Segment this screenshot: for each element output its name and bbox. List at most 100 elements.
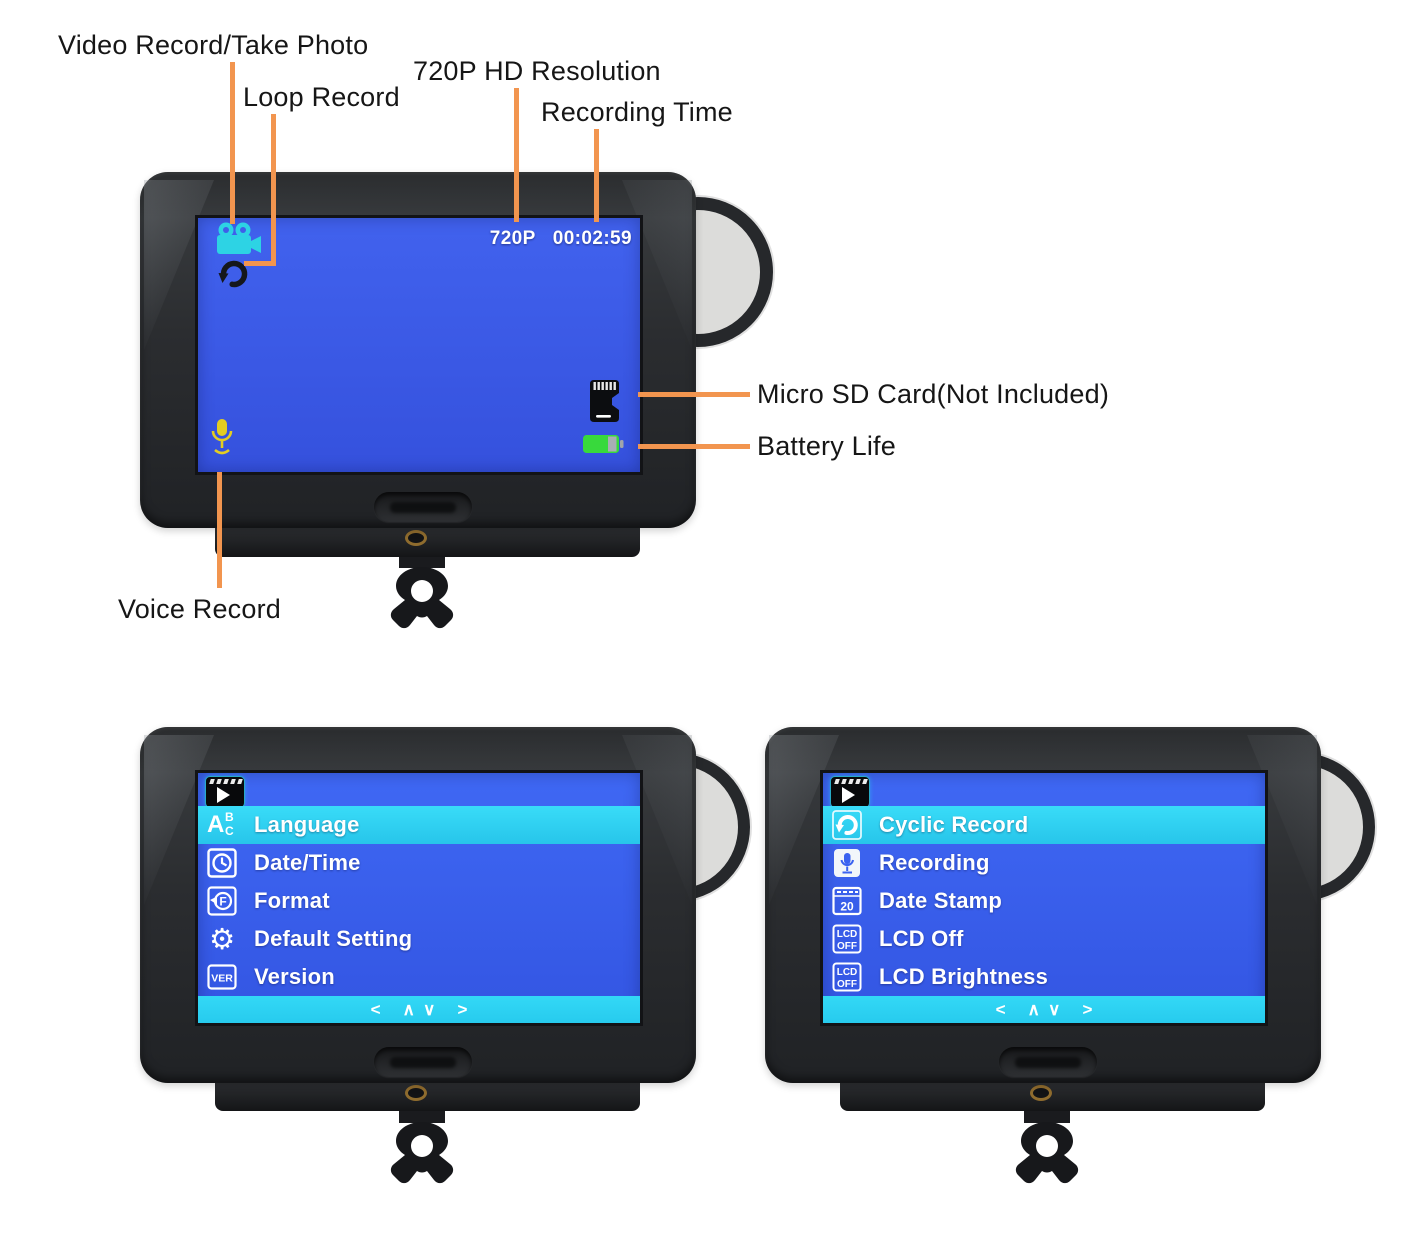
menu-item-label: Cyclic Record: [879, 812, 1029, 837]
nav-right-arrow: >: [1082, 999, 1093, 1019]
menu-item-format: F Format: [198, 882, 640, 920]
monitor-base: [840, 1083, 1265, 1111]
menu-item-language: A B C Language: [198, 806, 640, 844]
svg-text:F: F: [219, 895, 226, 909]
cyclic-loop-icon: [832, 810, 862, 840]
battery-icon: [583, 435, 624, 453]
monitor-video-menu: Cyclic Record Recording: [765, 727, 1375, 1187]
version-icon: VER: [207, 964, 237, 990]
menu-item-label: Format: [254, 888, 330, 913]
brand-emboss-text: [390, 502, 456, 513]
menu-item-lcd-off: LCD OFF LCD Off: [823, 920, 1265, 958]
monitor-sun-hood: [140, 727, 696, 773]
menu-item-version: VER Version: [198, 958, 640, 996]
brand-emboss-text: [1015, 1057, 1081, 1068]
video-menu-screen: Cyclic Record Recording: [823, 773, 1265, 1023]
menu-item-label: Date/Time: [254, 850, 361, 875]
monitor-recording-screen: 720P 00:02:59: [140, 172, 773, 632]
callout-video-record-label: Video Record/Take Photo: [58, 30, 369, 60]
callout-line-resolution: [514, 88, 519, 222]
film-perforation-marks: [209, 779, 243, 784]
brand-emboss-pill: [374, 492, 472, 522]
nav-up-arrow: ∧: [402, 999, 415, 1019]
brand-emboss-pill: [374, 1047, 472, 1077]
callout-line-loop-record-horizontal: [244, 261, 276, 266]
menu-navigation-bar: < ∧ ∨ >: [198, 996, 640, 1023]
format-refresh-icon: F: [207, 886, 237, 916]
monitor-base: [215, 1083, 640, 1111]
settings-menu-screen: A B C Language Date/Time: [198, 773, 640, 1023]
monitor-settings-menu: A B C Language Date/Time: [140, 727, 750, 1187]
menu-item-label: Recording: [879, 850, 990, 875]
mount-clamp-bracket: [390, 1110, 454, 1184]
monitor-frame: Cyclic Record Recording: [765, 727, 1321, 1083]
menu-item-label: Language: [254, 812, 360, 837]
menu-item-cyclic-record: Cyclic Record: [823, 806, 1265, 844]
monitor-sun-hood: [765, 727, 1321, 773]
abc-language-icon: A B C: [207, 810, 237, 840]
video-camera-icon: [217, 222, 261, 254]
callout-micro-sd-label: Micro SD Card(Not Included): [757, 379, 1110, 409]
recording-time-counter: 00:02:59: [552, 228, 632, 249]
microphone-tile-icon: [834, 849, 860, 877]
svg-text:OFF: OFF: [837, 941, 857, 952]
menu-item-label: Version: [254, 964, 335, 989]
svg-text:OFF: OFF: [837, 979, 857, 990]
micro-sd-card-icon: [590, 380, 619, 422]
letter-b: B: [225, 810, 234, 824]
svg-text:LCD: LCD: [837, 929, 858, 940]
osd-status-text: 720P 00:02:59: [490, 228, 632, 250]
nav-up-arrow: ∧: [1027, 999, 1040, 1019]
nav-down-arrow: ∨: [423, 999, 436, 1019]
mount-screw: [405, 530, 427, 546]
brand-emboss-text: [390, 1057, 456, 1068]
callout-voice-record-label: Voice Record: [118, 594, 281, 624]
monitor-sun-hood: [140, 172, 696, 218]
mount-screw: [1030, 1085, 1052, 1101]
nav-down-arrow: ∨: [1048, 999, 1061, 1019]
loop-record-icon: [218, 260, 248, 288]
menu-item-date-stamp: 20 Date Stamp: [823, 882, 1265, 920]
menu-item-label: LCD Off: [879, 926, 964, 951]
callout-line-loop-record-vertical: [271, 114, 276, 266]
letter-a: A: [207, 811, 225, 838]
brand-emboss-pill: [999, 1047, 1097, 1077]
lcd-off-icon: LCD OFF: [832, 962, 862, 992]
menu-item-date-time: Date/Time: [198, 844, 640, 882]
callout-line-micro-sd: [638, 392, 750, 397]
callout-resolution-label: 720P HD Resolution: [413, 56, 661, 86]
svg-text:VER: VER: [211, 973, 233, 985]
menu-item-lcd-brightness: LCD OFF LCD Brightness: [823, 958, 1265, 996]
svg-text:20: 20: [840, 900, 854, 914]
nav-right-arrow: >: [457, 999, 468, 1019]
mount-clamp-bracket: [1015, 1110, 1079, 1184]
menu-item-recording: Recording: [823, 844, 1265, 882]
callout-line-recording-time: [594, 129, 599, 222]
lcd-off-icon: LCD OFF: [832, 924, 862, 954]
callout-line-video-record: [230, 62, 235, 224]
microphone-icon: [211, 419, 233, 455]
resolution-indicator: 720P: [489, 228, 536, 249]
movie-clapper-icon: [205, 776, 245, 808]
callout-recording-time-label: Recording Time: [541, 97, 733, 127]
clock-icon: [207, 848, 237, 878]
callout-line-battery: [638, 444, 750, 449]
calendar-icon: 20: [832, 886, 862, 916]
letter-c: C: [225, 824, 234, 838]
mount-clamp-bracket: [390, 555, 454, 629]
movie-clapper-icon: [830, 776, 870, 808]
play-triangle: [217, 787, 230, 803]
menu-item-label: Default Setting: [254, 926, 413, 951]
menu-item-label: LCD Brightness: [879, 964, 1049, 989]
gear-icon: ⚙: [209, 922, 235, 956]
callout-line-voice-record: [217, 472, 222, 588]
monitor-frame: 720P 00:02:59: [140, 172, 696, 528]
svg-text:LCD: LCD: [837, 967, 858, 978]
monitor-frame: A B C Language Date/Time: [140, 727, 696, 1083]
menu-navigation-bar: < ∧ ∨ >: [823, 996, 1265, 1023]
menu-item-label: Date Stamp: [879, 888, 1003, 913]
nav-left-arrow: <: [370, 999, 381, 1019]
film-perforation-marks: [834, 779, 868, 784]
callout-loop-record-label: Loop Record: [243, 82, 400, 112]
